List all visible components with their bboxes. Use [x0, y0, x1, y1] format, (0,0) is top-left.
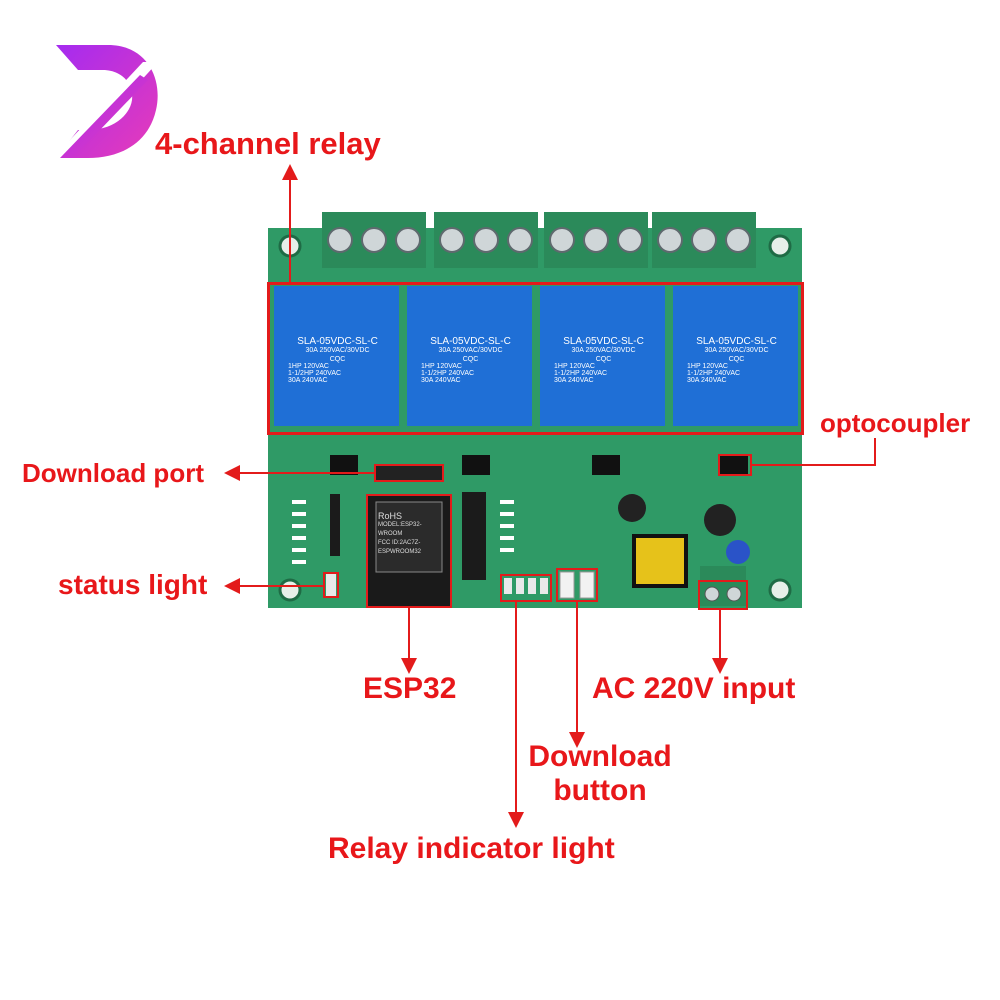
download-buttons-highlight [556, 568, 598, 602]
relay-spec-line1: 1HP 120VAC [687, 363, 728, 370]
relay-cert: CQC [462, 356, 479, 363]
brand-d-logo [53, 45, 158, 158]
relay-spec-line2: 1-1/2HP 240VAC [288, 370, 342, 377]
relay-1-label: SLA-05VDC-SL-C 30A 250VAC/30VDC CQC 1HP … [280, 336, 395, 384]
relay-cert: CQC [728, 356, 745, 363]
relay-rating: 30A 250VAC/30VDC [438, 347, 503, 354]
optocoupler-label: optocoupler [820, 408, 971, 438]
relay-spec-line3: 30A 240VAC [421, 377, 461, 384]
relay-spec-line1: 1HP 120VAC [554, 363, 595, 370]
relay-rating: 30A 250VAC/30VDC [704, 347, 769, 354]
relay-4-label: SLA-05VDC-SL-C 30A 250VAC/30VDC CQC 1HP … [679, 336, 794, 384]
relay-spec-line3: 30A 240VAC [687, 377, 727, 384]
relay-bodies [274, 286, 798, 426]
relay-model: SLA-05VDC-SL-C [297, 336, 378, 347]
relay-spec-line2: 1-1/2HP 240VAC [421, 370, 475, 377]
download-buttons [559, 571, 595, 599]
esp32-model: MODEL:ESP32-WROOM [378, 522, 422, 537]
relay-leds [504, 578, 548, 594]
ac-input-highlight [698, 580, 748, 610]
relay-cert: CQC [595, 356, 612, 363]
relay-model: SLA-05VDC-SL-C [696, 336, 777, 347]
relay-spec-line1: 1HP 120VAC [288, 363, 329, 370]
download-port-highlight [374, 464, 444, 482]
relay-2-label: SLA-05VDC-SL-C 30A 250VAC/30VDC CQC 1HP … [413, 336, 528, 384]
relay-spec-line2: 1-1/2HP 240VAC [554, 370, 608, 377]
screw-terminals [322, 212, 756, 268]
relay-spec-line3: 30A 240VAC [554, 377, 594, 384]
relay-model: SLA-05VDC-SL-C [563, 336, 644, 347]
relay-rating: 30A 250VAC/30VDC [571, 347, 636, 354]
status-led [326, 574, 336, 596]
esp32-module-label: RoHS MODEL:ESP32-WROOM FCC ID:2AC7Z-ESPW… [378, 512, 440, 557]
status-light-highlight [323, 572, 339, 598]
capacitor [704, 504, 736, 536]
relay-group-highlight [267, 282, 804, 435]
relay-leds-highlight [500, 574, 552, 602]
relay-spec-line1: 1HP 120VAC [421, 363, 462, 370]
download-port-label: Download port [22, 458, 204, 488]
y-capacitor [726, 540, 750, 564]
relay-spec-line3: 30A 240VAC [288, 377, 328, 384]
optocoupler-highlight [718, 454, 752, 476]
relay-indicator-light-label: Relay indicator light [328, 832, 615, 865]
relay-rating: 30A 250VAC/30VDC [305, 347, 370, 354]
status-light-label: status light [58, 569, 208, 600]
relay-cert: CQC [329, 356, 346, 363]
relay-model: SLA-05VDC-SL-C [430, 336, 511, 347]
esp32-label: ESP32 [363, 672, 457, 705]
four-channel-relay-label: 4-channel relay [155, 126, 381, 161]
download-port-header [376, 466, 442, 480]
download-button-label: Download button [520, 740, 680, 808]
esp32-fcc: FCC ID:2AC7Z-ESPWROOM32 [378, 540, 422, 555]
transformer [632, 534, 688, 588]
download-button-line2: button [553, 774, 647, 807]
ac-input-label: AC 220V input [592, 672, 796, 705]
silkscreen-decor [292, 500, 514, 564]
pin-headers [330, 492, 486, 580]
optocoupler-chips [330, 455, 748, 475]
relay-spec-line2: 1-1/2HP 240VAC [687, 370, 741, 377]
download-button-line1: Download [528, 740, 672, 773]
esp32-rohs: RoHS [378, 511, 403, 521]
relay-3-label: SLA-05VDC-SL-C 30A 250VAC/30VDC CQC 1HP … [546, 336, 661, 384]
capacitor [618, 494, 646, 522]
esp32-highlight [366, 494, 452, 608]
